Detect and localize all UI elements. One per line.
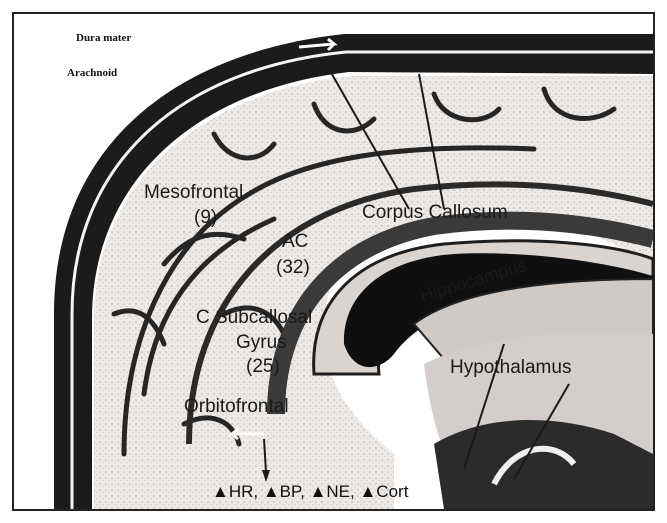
label-orbitofrontal: Orbitofrontal xyxy=(184,396,289,418)
label-dura-mater: Dura mater xyxy=(76,32,131,44)
label-arachnoid: Arachnoid xyxy=(67,67,117,79)
brain-illustration xyxy=(14,14,653,509)
label-subcallosal: C Subcallosal xyxy=(196,307,312,329)
caption-responses: ▲HR, ▲BP, ▲NE, ▲Cort xyxy=(212,482,408,502)
label-ac: AC xyxy=(282,231,308,253)
label-mesofrontal-number: (9) xyxy=(194,207,217,229)
label-ac-number: (32) xyxy=(276,257,310,279)
label-gyrus-number: (25) xyxy=(246,356,280,378)
figure-frame: Dura mater Arachnoid Mesofrontal (9) Cor… xyxy=(12,12,655,511)
label-mesofrontal: Mesofrontal xyxy=(144,182,243,204)
label-hypothalamus: Hypothalamus xyxy=(450,357,571,379)
label-corpus-callosum: Corpus Callosum xyxy=(362,202,508,224)
label-gyrus: Gyrus xyxy=(236,332,287,354)
